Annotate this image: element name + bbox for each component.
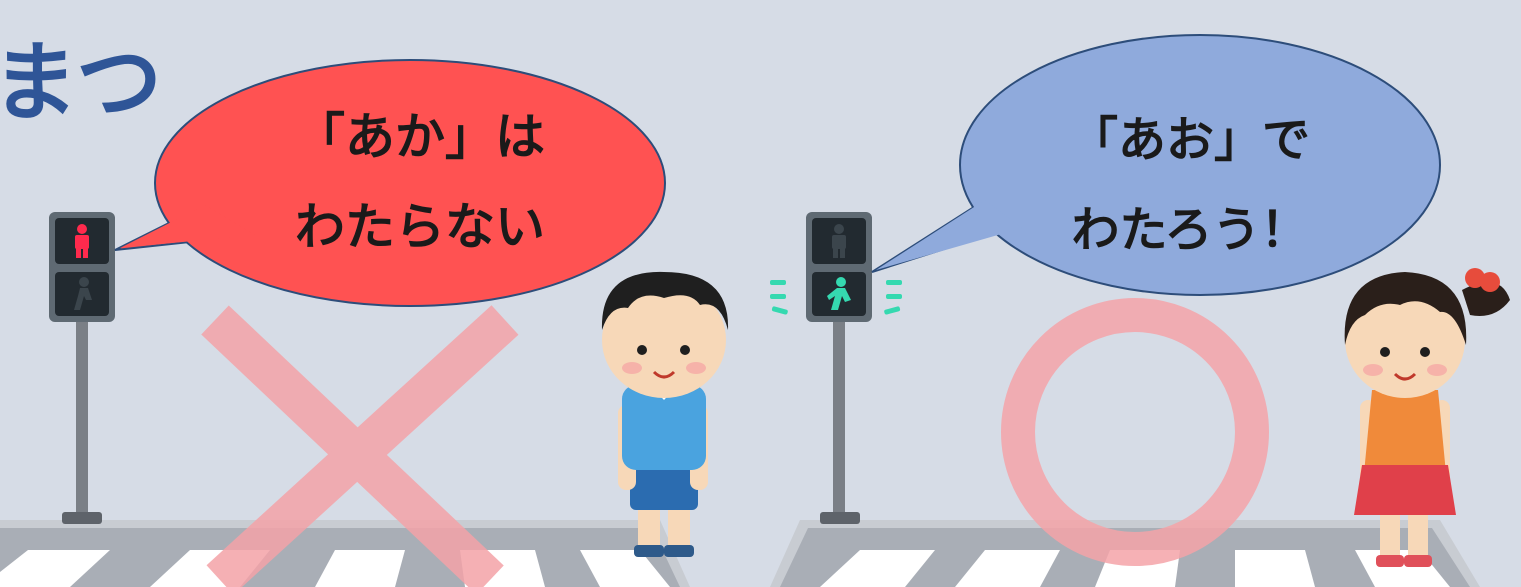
- pedestrian-icon: [75, 224, 89, 258]
- speech-bubble-blue: [871, 34, 1441, 296]
- page-heading: まつ: [0, 33, 162, 133]
- speech-bubble-red: [114, 59, 666, 307]
- red-bubble-line-2: わたらない: [295, 198, 545, 256]
- cross-mark: [201, 305, 519, 587]
- blink-marks: [770, 280, 902, 315]
- blue-bubble-line-2: わたろう！: [1071, 202, 1309, 258]
- circle-mark: [1001, 298, 1269, 566]
- traffic-light-icon: [770, 212, 902, 524]
- traffic-light-icon: [49, 212, 115, 524]
- girl-illustration: [1344, 268, 1510, 567]
- red-bubble-text: 「あか」は わたらない: [250, 92, 590, 272]
- crosswalk-left: [0, 520, 690, 587]
- pedestrian-icon: [74, 277, 92, 310]
- blue-bubble-text: 「あお」で わたろう！: [1005, 95, 1375, 275]
- blue-bubble-line-1: 「あお」で: [1069, 112, 1310, 168]
- pedestrian-icon: [832, 224, 846, 258]
- boy-illustration: [601, 271, 729, 557]
- pedestrian-icon: [827, 277, 851, 310]
- red-bubble-line-1: 「あか」は: [295, 108, 545, 166]
